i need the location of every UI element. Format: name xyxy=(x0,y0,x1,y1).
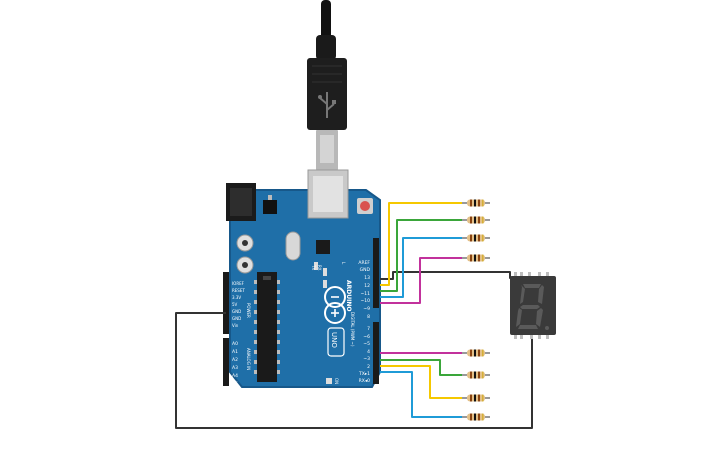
wires xyxy=(175,202,533,429)
tx-label: TX xyxy=(311,264,316,270)
wire-pin1-blue[interactable] xyxy=(380,371,462,418)
resistor-5[interactable] xyxy=(462,349,490,357)
wire-gnd-black[interactable] xyxy=(175,312,533,429)
pin-label-5: ~5 xyxy=(363,341,370,347)
resistor-7[interactable] xyxy=(462,394,490,402)
segment-f xyxy=(520,285,525,304)
wire-pin9-magenta[interactable] xyxy=(380,257,462,304)
model-label: UNO xyxy=(330,332,338,348)
power-header xyxy=(223,272,229,334)
on-led xyxy=(326,378,332,384)
segment-g xyxy=(520,305,540,309)
pin-label-8: 8 xyxy=(367,314,370,320)
resistor-2[interactable] xyxy=(462,216,490,224)
segment-e xyxy=(516,308,522,327)
resistor-3[interactable] xyxy=(462,234,490,242)
digital-header-top xyxy=(373,238,379,308)
resistor-4[interactable] xyxy=(462,254,490,262)
resistor-6[interactable] xyxy=(462,371,490,379)
digital-label: DIGITAL (PWM ~) xyxy=(350,312,355,347)
analog-header xyxy=(223,338,229,386)
segment-d xyxy=(518,325,538,329)
l-label: L xyxy=(341,262,346,265)
pin-label-10: ~10 xyxy=(361,298,371,304)
rx-label: RX xyxy=(317,265,322,271)
digital-header-bottom xyxy=(373,322,379,384)
pin-label-vin: Vin xyxy=(232,323,239,328)
pin-label-13: 13 xyxy=(364,275,370,281)
atmega-chip xyxy=(257,272,277,382)
pin-label-a0: A0 xyxy=(232,341,238,347)
pin-label-12: 12 xyxy=(364,283,370,289)
wire-pin10-blue[interactable] xyxy=(380,237,462,298)
pin-label-gnd2: GND xyxy=(232,316,241,321)
voltage-regulator xyxy=(263,200,277,214)
wire-pin11-green[interactable] xyxy=(380,219,462,292)
brand-label: ARDUINO xyxy=(345,280,352,311)
segment-a xyxy=(523,284,541,288)
segment-b xyxy=(538,285,544,304)
pin-label-3v3: 3.3V xyxy=(232,295,241,300)
power-label: POWER xyxy=(246,303,251,318)
usb-symbol-icon xyxy=(318,92,336,118)
wire-pin12-yellow[interactable] xyxy=(380,202,462,286)
segment-dp xyxy=(545,326,549,330)
pin-label-a3: A3 xyxy=(232,365,238,371)
analog-labels: A0 A1 A2 A3 A4 A5 xyxy=(232,341,238,387)
on-label: ON xyxy=(334,378,339,384)
pin-label-5v: 5V xyxy=(232,302,238,307)
digital-top-labels: AREF GND 13 12 ~11 ~10 ~9 8 xyxy=(358,260,370,320)
pin-label-a2: A2 xyxy=(232,357,238,363)
arduino-uno-board[interactable]: TX RX L ON ARDUINO UNO DIGITAL (PWM ~) P… xyxy=(223,169,381,388)
pin-label-4: 4 xyxy=(367,349,370,355)
pin-label-gnd1: GND xyxy=(232,309,241,314)
seven-segment-display[interactable] xyxy=(510,272,556,339)
resistor-1[interactable] xyxy=(462,199,490,207)
wire-pin3-green[interactable] xyxy=(380,359,462,376)
pin-label-a5: A5 xyxy=(232,381,238,387)
display-pins xyxy=(514,272,549,339)
pin-label-aref: AREF xyxy=(358,260,370,266)
power-labels: IOREF RESET 3.3V 5V GND GND Vin xyxy=(232,281,245,328)
pin-label-9: ~9 xyxy=(363,306,370,312)
pin-label-a1: A1 xyxy=(232,349,238,355)
pin-label-ioref: IOREF xyxy=(232,281,245,286)
pin-label-1: TX▸1 xyxy=(358,371,370,377)
segment-c xyxy=(536,308,543,327)
usb-chip xyxy=(316,240,330,254)
pin-label-2: 2 xyxy=(367,364,370,370)
resistor-8[interactable] xyxy=(462,413,490,421)
pin-label-a4: A4 xyxy=(232,373,238,379)
pin-label-6: ~6 xyxy=(363,334,370,340)
digital-bottom-labels: 7 ~6 ~5 4 ~3 2 TX▸1 RX◂0 xyxy=(358,326,370,384)
wire-pin2-yellow[interactable] xyxy=(380,365,462,399)
pin-label-gnd: GND xyxy=(360,267,371,273)
pin-label-11: ~11 xyxy=(361,291,371,297)
resistors xyxy=(462,199,490,421)
crystal-oscillator xyxy=(285,231,301,261)
analog-label: ANALOG IN xyxy=(246,348,251,370)
arduino-logo-icon xyxy=(324,286,346,324)
usb-cable[interactable] xyxy=(307,0,347,170)
pin-label-reset: RESET xyxy=(232,288,245,293)
digit-segments xyxy=(516,284,549,330)
pin-label-3: ~3 xyxy=(363,356,370,362)
pin-label-7: 7 xyxy=(367,326,370,332)
pin-label-0: RX◂0 xyxy=(359,378,370,384)
